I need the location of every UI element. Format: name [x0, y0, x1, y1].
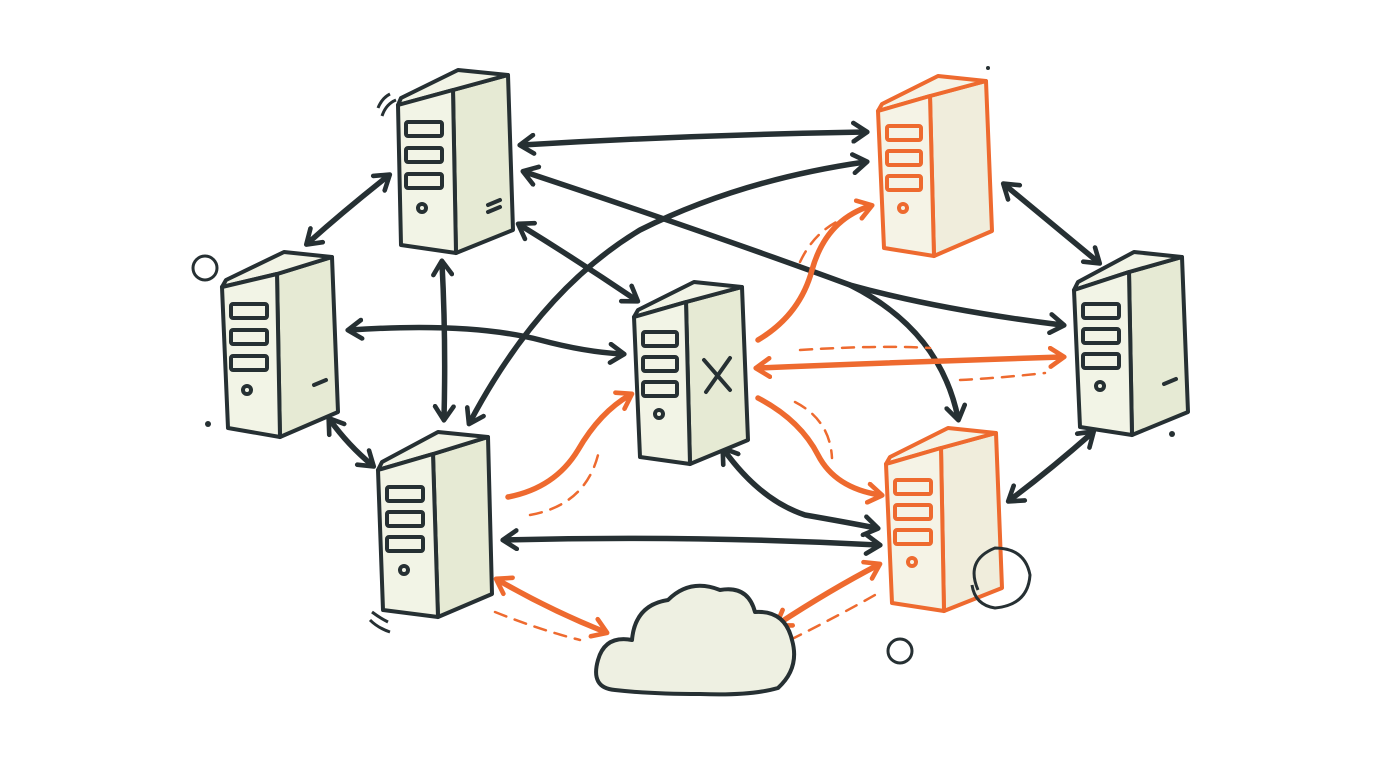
server-bottom-right[interactable]: [884, 426, 1004, 613]
server-side: [275, 255, 340, 439]
edge-left-to-bottom-left: [326, 415, 377, 469]
power-led: [398, 564, 410, 576]
decorations: [191, 66, 1175, 665]
vent-line: [486, 205, 502, 214]
edge-left-to-center: [345, 317, 627, 365]
edge-bottom-left-to-bottom-right: [500, 528, 883, 556]
server-top-left[interactable]: [396, 68, 515, 255]
drive-bay: [893, 503, 933, 521]
motion-marks: [376, 92, 397, 117]
drive-bay: [893, 528, 933, 546]
server-top-right[interactable]: [876, 74, 994, 258]
server-right[interactable]: [1072, 250, 1190, 437]
drive-bay: [885, 124, 923, 142]
edge-cloud-to-bottom-right-trail: [788, 593, 877, 642]
drive-bay: [385, 535, 425, 553]
drive-bay: [404, 172, 444, 190]
doodle-circle: [191, 254, 219, 282]
edge-cloud-to-bottom-right-accent: [773, 559, 883, 628]
drive-bay: [885, 174, 923, 192]
edge-bottom-left-to-center-trail: [528, 453, 600, 517]
power-led: [653, 408, 665, 420]
edge-top-right-to-right: [1000, 181, 1103, 266]
server-side: [939, 431, 1004, 613]
power-led: [241, 384, 253, 396]
x-mark-icon: [702, 356, 732, 394]
doodle-circle: [970, 546, 1032, 610]
edge-center-to-top-right-accent: [755, 198, 875, 343]
edge-top-left-to-bottom-left: [431, 258, 456, 423]
edge-top-left-to-center: [515, 220, 641, 304]
edge-center-to-right-trail-lower: [958, 371, 1047, 382]
edge-top-right-to-bottom-right: [847, 282, 968, 423]
vent-line: [312, 378, 328, 387]
dot: [986, 66, 990, 70]
edge-center-to-bottom-right-trail: [793, 400, 834, 460]
edge-bottom-left-to-cloud-accent: [493, 575, 610, 639]
dot: [1169, 431, 1175, 437]
cloud-icon[interactable]: [594, 583, 797, 697]
drive-bay: [385, 510, 425, 528]
edge-bottom-left-to-cloud-trail: [493, 610, 582, 642]
drive-bay: [1081, 302, 1121, 320]
drive-bay: [641, 380, 679, 398]
server-left[interactable]: [220, 250, 340, 439]
server-front: [396, 88, 458, 255]
drive-bay: [893, 478, 933, 496]
drive-bay: [1081, 327, 1121, 345]
server-side: [451, 73, 515, 255]
drive-bay: [385, 485, 425, 503]
edge-center-to-top-right-trail: [798, 216, 847, 264]
drive-bay: [229, 302, 269, 320]
edge-right-to-bottom-right: [1005, 429, 1097, 504]
connections: [303, 120, 1103, 642]
server-side: [928, 79, 994, 258]
power-led: [416, 202, 428, 214]
server-side: [1127, 255, 1190, 437]
drive-bay: [404, 146, 444, 164]
edge-top-left-to-left: [303, 172, 393, 247]
server-center[interactable]: [632, 280, 750, 466]
vent-line: [486, 198, 502, 207]
drive-bay: [641, 330, 679, 348]
edge-center-to-bottom-right-accent: [755, 395, 885, 505]
drive-bay: [229, 328, 269, 346]
vent-line: [1162, 377, 1178, 386]
drive-bay: [404, 120, 444, 138]
edge-bottom-left-to-center-accent: [505, 390, 635, 500]
edge-center-to-right-trail-upper: [798, 345, 932, 352]
drive-bay: [1081, 352, 1121, 370]
drive-bay: [229, 354, 269, 372]
server-side: [431, 435, 494, 619]
doodle-circle: [886, 637, 914, 665]
server-bottom-left[interactable]: [376, 430, 494, 619]
drive-bay: [641, 355, 679, 373]
power-led: [1094, 380, 1106, 392]
motion-marks: [368, 610, 391, 634]
dot: [205, 421, 211, 427]
edge-bottom-left-to-top-right: [464, 152, 870, 427]
edge-top-left-to-top-right: [517, 120, 870, 156]
drive-bay: [885, 149, 923, 167]
power-led: [897, 202, 909, 214]
power-led: [906, 556, 918, 568]
edge-center-to-right-accent: [753, 345, 1067, 380]
edge-center-to-bottom-right-dark: [720, 445, 881, 538]
